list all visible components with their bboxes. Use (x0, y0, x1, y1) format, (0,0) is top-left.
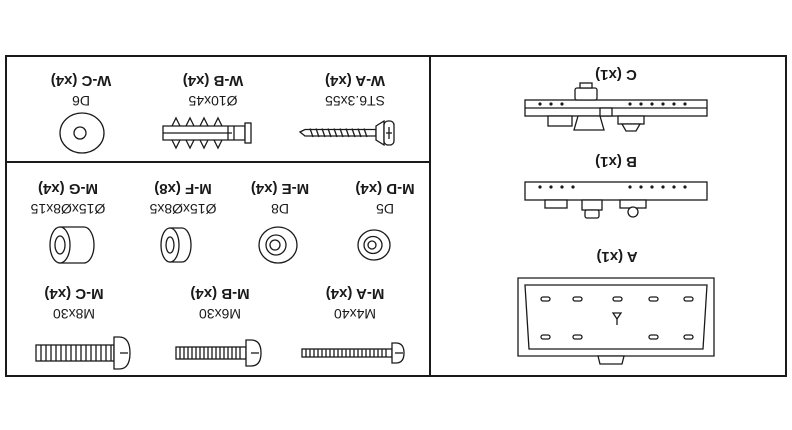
m-a-bolt-icon (301, 342, 405, 364)
m-c-bolt-icon (35, 336, 131, 370)
bracket-c-icon (524, 82, 708, 132)
bracket-b-icon (524, 181, 708, 219)
label-m-b: M6x30 M-B (x4) (190, 285, 249, 322)
m-d-spec: D5 (376, 201, 394, 217)
label-c: C (x1) (595, 66, 637, 83)
w-b-name: W-B (x4) (183, 72, 244, 89)
w-a-screw-icon (298, 119, 395, 147)
label-w-c: D6 W-C (x4) (51, 72, 112, 109)
m-g-spacer-icon (49, 226, 95, 264)
m-a-spec: M4x40 (334, 306, 376, 322)
a-name: A (x1) (596, 248, 637, 265)
label-w-a: ST6.3x55 W-A (x4) (325, 72, 385, 109)
c-name: C (x1) (595, 66, 637, 83)
m-f-spec: Ø15xØ8x5 (149, 201, 216, 217)
label-a: A (x1) (596, 248, 637, 265)
m-e-washer-icon (258, 226, 298, 264)
label-m-a: M4x40 M-A (x4) (326, 285, 385, 322)
label-b: B (x1) (595, 153, 637, 170)
m-g-name: M-G (x4) (38, 180, 98, 197)
w-a-spec: ST6.3x55 (325, 93, 385, 109)
w-b-anchor-icon (162, 116, 252, 150)
label-m-d: D5 M-D (x4) (355, 180, 414, 217)
w-b-spec: Ø10x45 (188, 93, 237, 109)
w-c-washer-icon (59, 112, 105, 154)
m-a-name: M-A (x4) (326, 285, 385, 302)
m-b-name: M-B (x4) (190, 285, 249, 302)
outer-frame (5, 55, 787, 377)
m-d-name: M-D (x4) (355, 180, 414, 197)
label-w-b: Ø10x45 W-B (x4) (183, 72, 244, 109)
m-g-spec: Ø15xØ8x15 (30, 201, 105, 217)
m-b-spec: M6x30 (199, 306, 241, 322)
m-f-spacer-icon (160, 227, 192, 263)
label-m-c: M8x30 M-C (x4) (44, 285, 103, 322)
m-b-bolt-icon (175, 339, 262, 367)
m-c-name: M-C (x4) (44, 285, 103, 302)
b-name: B (x1) (595, 153, 637, 170)
m-d-washer-icon (357, 229, 391, 261)
wall-plate-a-icon (517, 277, 715, 365)
m-e-name: M-E (x4) (251, 180, 309, 197)
label-m-e: D8 M-E (x4) (251, 180, 309, 217)
w-c-spec: D6 (72, 93, 90, 109)
w-c-name: W-C (x4) (51, 72, 112, 89)
label-m-g: Ø15xØ8x15 M-G (x4) (30, 180, 105, 217)
m-c-spec: M8x30 (53, 306, 95, 322)
m-e-spec: D8 (271, 201, 289, 217)
label-m-f: Ø15xØ8x5 M-F (x8) (149, 180, 216, 217)
m-f-name: M-F (x8) (154, 180, 212, 197)
w-a-name: W-A (x4) (325, 72, 385, 89)
